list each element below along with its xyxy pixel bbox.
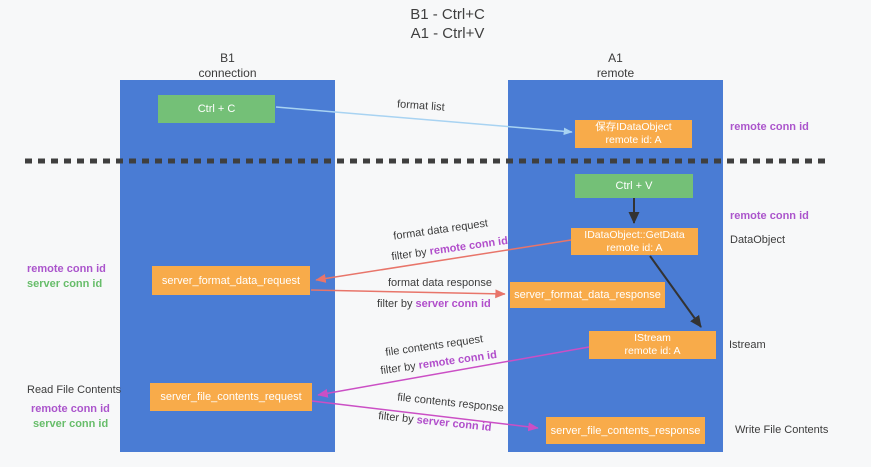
- server-file-contents-request-node: server_file_contents_request: [150, 383, 312, 411]
- left-lane-header: B1 connection: [120, 51, 335, 81]
- ctrl-v-node: Ctrl + V: [575, 174, 693, 198]
- server-format-data-request-node: server_format_data_request: [152, 266, 310, 295]
- ctrl-v-label: Ctrl + V: [615, 180, 653, 192]
- label-format-list: format list: [396, 98, 446, 114]
- filter-prefix: filter by: [379, 360, 417, 378]
- server-file-contents-request-label: server_file_contents_request: [160, 391, 302, 403]
- istream-line2: remote id: A: [624, 345, 681, 357]
- server-format-data-response-node: server_format_data_response: [510, 282, 665, 308]
- right-lane-title: A1: [608, 51, 623, 65]
- label-filter-server-1: filter by server conn id: [377, 298, 491, 310]
- istream-node: IStream remote id: A: [589, 331, 716, 359]
- filter-server-conn-id: server conn id: [415, 298, 491, 310]
- format-data-response-arrow: [310, 289, 506, 299]
- annotation-remote-conn-id-top-right: remote conn id: [730, 121, 809, 133]
- server-format-data-response-label: server_format_data_response: [514, 289, 661, 301]
- ctrl-c-label: Ctrl + C: [197, 103, 236, 115]
- saved-idataobject-line1: 保存IDataObject: [595, 121, 672, 133]
- server-file-contents-response-label: server_file_contents_response: [550, 424, 701, 437]
- ctrl-c-node: Ctrl + C: [158, 95, 275, 123]
- title-line-1: B1 - Ctrl+C: [410, 6, 485, 23]
- idataobject-getdata-node: IDataObject::GetData remote id: A: [571, 228, 698, 255]
- getdata-line1: IDataObject::GetData: [584, 228, 685, 241]
- istream-line1: IStream: [634, 332, 671, 344]
- label-format-data-response: format data response: [388, 277, 492, 289]
- diagram-title: B1 - Ctrl+C A1 - Ctrl+V: [355, 5, 540, 43]
- server-format-data-request-label: server_format_data_request: [161, 274, 301, 287]
- annotation-dataobject: DataObject: [730, 234, 786, 246]
- saved-idataobject-node: 保存IDataObject remote id: A: [575, 120, 692, 148]
- annotation-write-file-contents: Write File Contents: [735, 424, 829, 436]
- server-file-contents-response-node: server_file_contents_response: [546, 417, 705, 444]
- filter-prefix: filter by: [377, 298, 413, 310]
- right-lane-header: A1 remote: [508, 51, 723, 81]
- annotation-read-file-contents: Read File Contents: [27, 384, 122, 396]
- filter-prefix: filter by: [390, 246, 428, 264]
- right-lane-subtitle: remote: [596, 66, 635, 80]
- annotation-remote-conn-id-left-2: remote conn id: [31, 403, 110, 415]
- label-file-contents-response: file contents response: [396, 391, 505, 415]
- annotation-server-conn-id-left-1: server conn id: [27, 278, 103, 290]
- left-lane-title: B1: [220, 51, 235, 65]
- getdata-line2: remote id: A: [606, 241, 663, 254]
- annotation-remote-conn-id-left-1: remote conn id: [27, 263, 106, 275]
- filter-prefix: filter by: [377, 410, 415, 426]
- annotation-istream: Istream: [729, 339, 766, 351]
- saved-idataobject-line2: remote id: A: [605, 134, 662, 146]
- filter-remote-conn-id: remote conn id: [428, 234, 509, 258]
- annotation-remote-conn-id-mid-right: remote conn id: [730, 210, 809, 222]
- label-filter-server-2: filter by server conn id: [378, 410, 492, 434]
- annotation-server-conn-id-left-2: server conn id: [33, 418, 109, 430]
- title-line-2: A1 - Ctrl+V: [410, 25, 485, 42]
- left-lane-subtitle: connection: [198, 66, 257, 80]
- filter-server-conn-id: server conn id: [416, 414, 493, 434]
